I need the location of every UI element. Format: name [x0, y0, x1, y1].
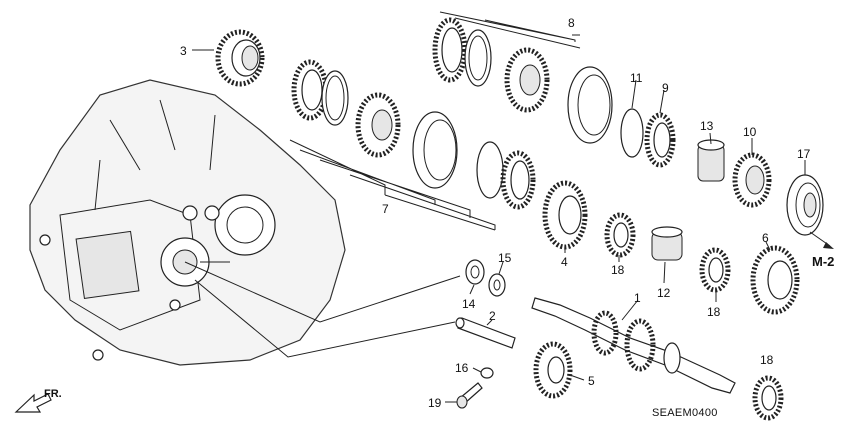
part-17-bearing	[786, 174, 824, 236]
front-direction-arrow-icon	[14, 393, 52, 413]
part-13-collar	[697, 139, 725, 182]
label-part-12: 12	[657, 286, 671, 300]
part-18-needle-bearing-a	[604, 212, 636, 258]
part-5-gear	[533, 341, 573, 399]
label-part-16: 16	[455, 361, 469, 375]
label-part-15: 15	[498, 251, 512, 265]
part-10-gear	[732, 152, 772, 208]
part-18-needle-bearing-b	[699, 247, 731, 293]
label-part-8: 8	[568, 16, 575, 30]
label-part-10: 10	[743, 125, 757, 139]
part-6-gear	[750, 245, 800, 315]
part-15-washer	[488, 273, 506, 297]
part-8-synchro-assembly	[432, 17, 613, 144]
label-part-6: 6	[762, 231, 769, 245]
leader-lines	[184, 11, 806, 403]
label-part-18-b: 18	[707, 305, 721, 319]
part-1-mainshaft	[531, 297, 736, 394]
label-part-7: 7	[382, 202, 389, 216]
label-part-17: 17	[797, 147, 811, 161]
ref-arrow	[809, 231, 834, 249]
part-3-gear	[215, 29, 265, 87]
part-7-synchro-assembly	[291, 59, 536, 210]
diagram-code: SEAEM0400	[652, 407, 718, 419]
front-direction-label: FR.	[44, 388, 62, 400]
ref-label: M-2	[812, 254, 834, 269]
part-12-sleeve	[651, 226, 683, 261]
label-part-9: 9	[662, 81, 669, 95]
label-part-14: 14	[462, 297, 476, 311]
label-part-19: 19	[428, 396, 442, 410]
part-11-ring	[620, 108, 644, 158]
label-part-18-a: 18	[611, 263, 625, 277]
part-16-clip	[480, 367, 494, 379]
label-part-2: 2	[489, 309, 496, 323]
part-labels: 3 8 11 9 13 10 17 7 4 18 12 6 18 15 14 1…	[180, 16, 811, 410]
part-2-shaft	[455, 317, 516, 349]
label-part-3: 3	[180, 44, 187, 58]
label-part-4: 4	[561, 255, 568, 269]
label-part-11: 11	[630, 71, 643, 85]
part-19-bolt	[456, 382, 483, 409]
part-9-synchro-ring	[644, 112, 676, 168]
part-14-washer	[465, 259, 485, 285]
label-part-18-c: 18	[760, 353, 774, 367]
label-part-5: 5	[588, 374, 595, 388]
part-18-needle-bearing-c	[752, 375, 784, 421]
label-part-13: 13	[700, 119, 714, 133]
label-part-1: 1	[634, 291, 641, 305]
transmission-case	[29, 79, 346, 366]
part-4-gear	[542, 180, 588, 250]
